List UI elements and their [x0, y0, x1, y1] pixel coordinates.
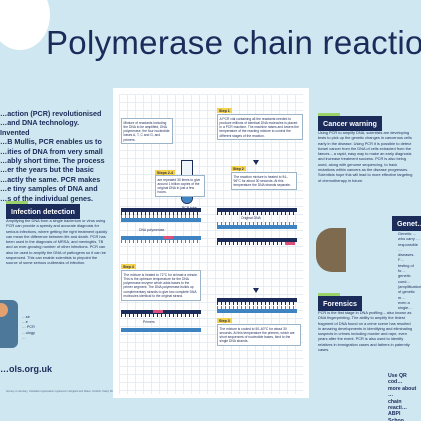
- pcr-diagram-panel: Mixture of reactants including the DNA t…: [113, 88, 309, 398]
- cancer-heading: Cancer warning: [318, 116, 382, 131]
- qr-tip-line: ABPI Schoo…: [388, 411, 410, 421]
- step3-tag: Step 3: [217, 318, 232, 323]
- infection-heading: Infection detection: [6, 204, 80, 219]
- intro-line: …ities of DNA from very small: [0, 146, 103, 156]
- poster-title: Polymerase chain reaction: [46, 24, 421, 61]
- intro-line: …and DNA technology. Invented: [0, 118, 80, 137]
- genetics-line: even a single…: [398, 299, 413, 311]
- arrow-down-icon: [253, 288, 259, 293]
- dna-strand: [121, 236, 201, 240]
- forensics-body: PCR is the first stage in DNA profiling …: [318, 310, 413, 353]
- reactants-box: Mixture of reactants including the DNA t…: [121, 118, 173, 145]
- steps-2-4-text: are repeated 30 times to give around 1 b…: [155, 175, 205, 198]
- bottom-left-line: …ology: [22, 330, 35, 335]
- dna-strand: [217, 238, 297, 242]
- intro-line: …s of the individual genes.: [0, 193, 94, 203]
- dna-bases: [217, 222, 297, 225]
- cancer-body: Using PCR to amplify DNA, scientists are…: [318, 130, 413, 183]
- header-accent: [318, 293, 340, 296]
- qr-tip: Use QR cod… more about … chain reacti… A…: [388, 373, 421, 421]
- dna-strand: [217, 309, 297, 313]
- intro-line: …B Mullis, PCR enables us to: [0, 137, 102, 147]
- dna-bases: [217, 306, 297, 309]
- step2-tag: Step 2: [231, 166, 246, 171]
- genetics-body: Genetic … who carry … responsible … dise…: [398, 231, 421, 310]
- dna-bases: [121, 314, 201, 317]
- genetics-heading: Genet…: [392, 216, 421, 231]
- dna-bases: [121, 240, 201, 243]
- bottom-left-line: … PCR: [22, 325, 35, 330]
- dna-strand: [217, 208, 297, 212]
- primer-segment: [153, 310, 163, 313]
- primer-segment: [285, 242, 295, 245]
- dna-bases: [121, 212, 201, 215]
- genetics-line: diseases. F…: [398, 252, 415, 263]
- bottom-left-text: …se …e … PCR …ology …: [22, 315, 35, 341]
- dna-strand: [217, 298, 297, 302]
- steps-2-4-tag: Steps 2-4: [155, 170, 175, 175]
- step2-text: The reaction mixture is heated to 94–96°…: [231, 172, 297, 190]
- dna-bases: [217, 302, 297, 305]
- step1-text: A PCR vial containing all the reactants …: [217, 114, 303, 141]
- genetics-line: who carry …: [398, 236, 420, 242]
- qr-tip-line: Use QR cod…: [388, 373, 407, 386]
- genetics-line: genetic cond…: [398, 273, 411, 284]
- intro-line: …er the years but the basic: [0, 165, 94, 175]
- dna-bases: [217, 242, 297, 245]
- step1-tag: Step 1: [217, 108, 232, 113]
- dna-strand: [121, 218, 201, 222]
- bottom-left-line: …: [22, 335, 26, 340]
- genetics-line: (amplification: [398, 283, 421, 289]
- header-accent: [318, 113, 340, 116]
- bottom-left-line: …e: [22, 320, 28, 325]
- step4-text: The mixture is heated to 72°C for at lea…: [121, 270, 201, 301]
- genetics-line: of genetic m…: [398, 289, 415, 300]
- primer-segment: [163, 236, 173, 239]
- intro-line: …action (PCR) revolutionised: [0, 109, 102, 118]
- intro-line: …e tiny samples of DNA and: [0, 184, 98, 194]
- qr-tip-line: chain reacti…: [388, 398, 408, 412]
- dna-strand: [121, 208, 201, 212]
- primers-label: Primers: [143, 320, 155, 324]
- website-url[interactable]: …ols.org.uk: [0, 364, 53, 374]
- genetics-line: responsible …: [398, 241, 418, 252]
- decorative-blob: [0, 0, 50, 50]
- footer-legal: Society. A voluntary, charitable organis…: [6, 390, 151, 393]
- header-accent: [6, 201, 28, 204]
- intro-line: …ably short time. The process: [0, 156, 105, 166]
- original-dna-label: Original DNA: [241, 216, 261, 220]
- forensics-heading: Forensics: [318, 296, 362, 311]
- dna-strand: [217, 225, 297, 229]
- polymerase-label: DNA polymerase: [139, 228, 165, 232]
- genetics-line: Genetic …: [398, 231, 417, 236]
- dna-bases: [217, 212, 297, 215]
- qr-tip-line: more about …: [388, 385, 417, 399]
- arrow-down-icon: [253, 160, 259, 165]
- genetics-line: testing of fo…: [398, 262, 414, 274]
- intro-text: …action (PCR) revolutionised …and DNA te…: [0, 109, 110, 203]
- step3-text: The mixture is cooled to 50–60°C for abo…: [217, 324, 301, 347]
- dna-bases: [121, 215, 201, 218]
- intro-line: …actly the same. PCR makes: [0, 174, 101, 184]
- dna-strand: [121, 328, 201, 332]
- photo-scientist-face: [0, 303, 8, 317]
- photo-embryo: [316, 228, 346, 272]
- bottom-left-line: …se: [22, 315, 30, 319]
- step4-tag: Step 4: [121, 264, 136, 269]
- infection-body: Amplifying the DNA from a single bacteri…: [6, 218, 108, 266]
